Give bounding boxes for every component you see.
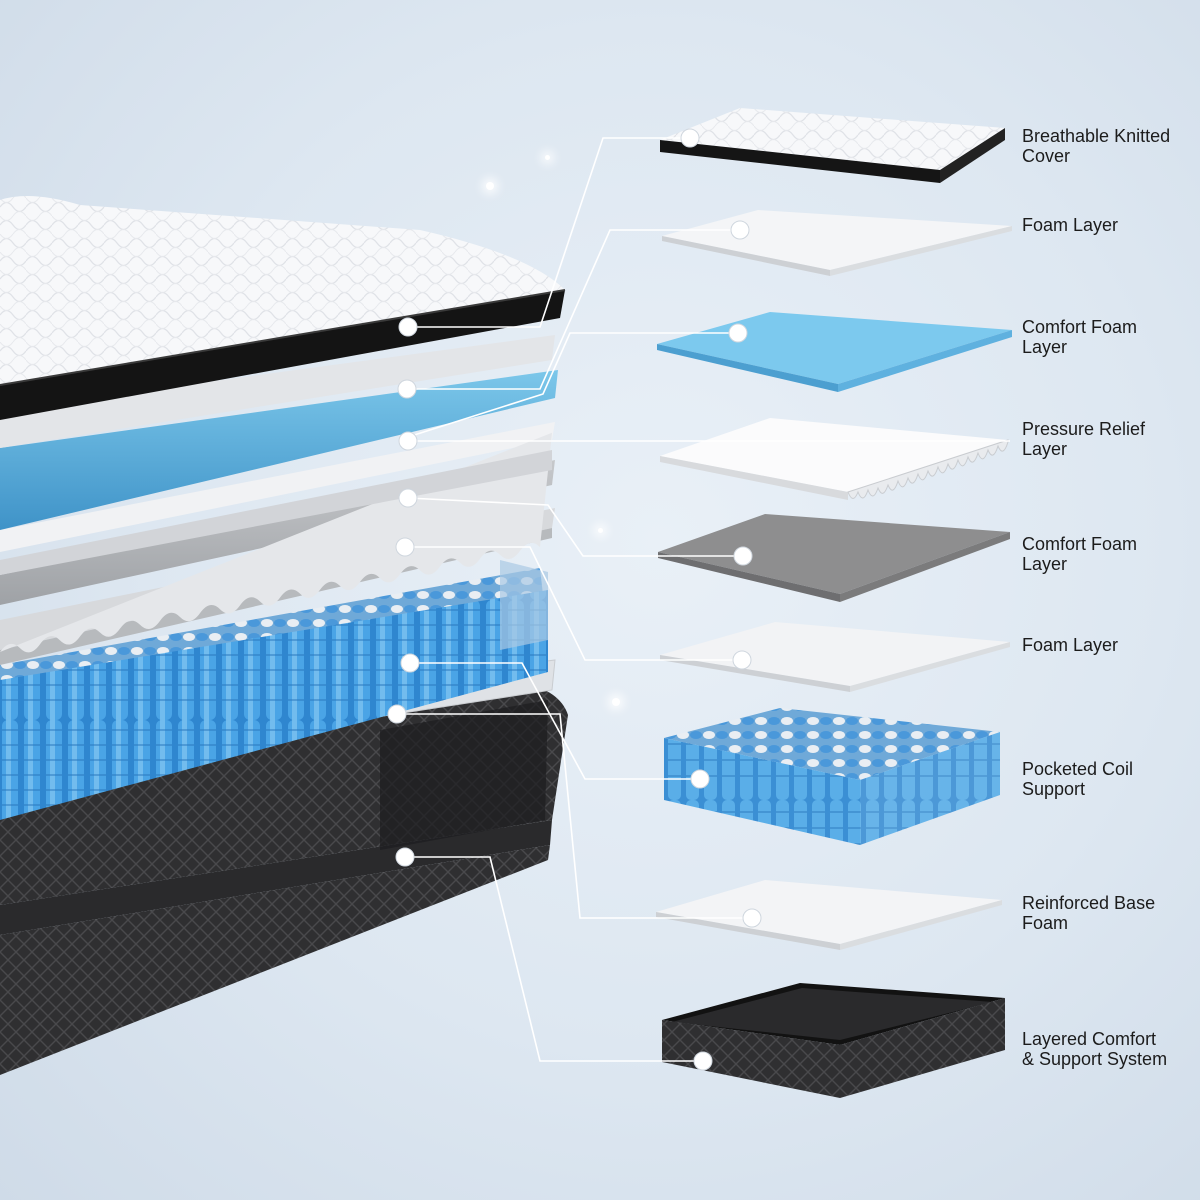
foam-layer-1-cutaway (0, 335, 555, 448)
dot-pressure-left (398, 431, 418, 451)
label-foam-layer-2: Foam Layer (1022, 635, 1119, 655)
connector-dots (387, 128, 762, 1071)
cover-cutaway (0, 196, 566, 420)
mattress-cutaway (0, 196, 568, 1075)
dot-coils-right (690, 769, 710, 789)
foam-sheet-icon (660, 622, 1010, 692)
label-cover: Breathable Knitted Cover (1022, 126, 1171, 166)
dot-cover-left (398, 317, 418, 337)
base-box-icon (662, 983, 1005, 1098)
dot-foam-1-right (730, 220, 750, 240)
foam-sheet-icon (662, 210, 1012, 276)
dot-base-box-left (395, 847, 415, 867)
grey-foam-icon (658, 514, 1010, 602)
label-comfort-foam-grey: Comfort Foam Layer (1022, 534, 1138, 574)
base-box-cutaway (0, 682, 568, 1075)
dot-base-foam-right (742, 908, 762, 928)
dot-foam-1-left (397, 379, 417, 399)
connector-grey-foam (407, 497, 743, 557)
pocket-coil-icon (664, 708, 1000, 845)
connector-blue-foam (407, 332, 738, 438)
connector-cover (408, 137, 690, 328)
dot-cover-right (680, 128, 700, 148)
label-pressure-relief: Pressure Relief Layer (1022, 419, 1146, 459)
dot-grey-left (398, 488, 418, 508)
dot-grey-right (733, 546, 753, 566)
dot-coils-left (400, 653, 420, 673)
layer-icons (656, 108, 1012, 1098)
connector-coils (410, 662, 700, 780)
sparkle-decoration (612, 698, 620, 706)
label-base-foam: Reinforced Base Foam (1022, 893, 1156, 933)
dot-base-foam-left (387, 704, 407, 724)
sparkle-decoration (486, 182, 494, 190)
dot-foam-2-left (395, 537, 415, 557)
label-support-system: Layered Comfort & Support System (1022, 1029, 1168, 1069)
label-comfort-foam-blue: Comfort Foam Layer (1022, 317, 1138, 357)
connector-foam-1 (407, 229, 740, 390)
sparkle-decoration (598, 528, 603, 533)
dot-foam-2-right (732, 650, 752, 670)
dot-base-box-right (693, 1051, 713, 1071)
coil-cutaway (0, 560, 548, 820)
sparkle-decoration (545, 155, 550, 160)
label-foam-layer-1: Foam Layer (1022, 215, 1119, 235)
blue-foam-cutaway (0, 370, 558, 530)
blue-foam-icon (657, 312, 1012, 392)
connector-base-box (405, 856, 703, 1062)
connector-foam-2 (405, 546, 742, 661)
connector-base-foam (397, 713, 752, 919)
connector-lines (397, 137, 1010, 1062)
pressure-relief-cutaway (0, 422, 555, 653)
foam-sheet-icon (656, 880, 1002, 950)
knitted-cover-icon (660, 108, 1005, 183)
egg-crate-foam-icon (660, 418, 1009, 500)
dot-blue-right (728, 323, 748, 343)
label-pocket-coil: Pocketed Coil Support (1022, 759, 1134, 799)
